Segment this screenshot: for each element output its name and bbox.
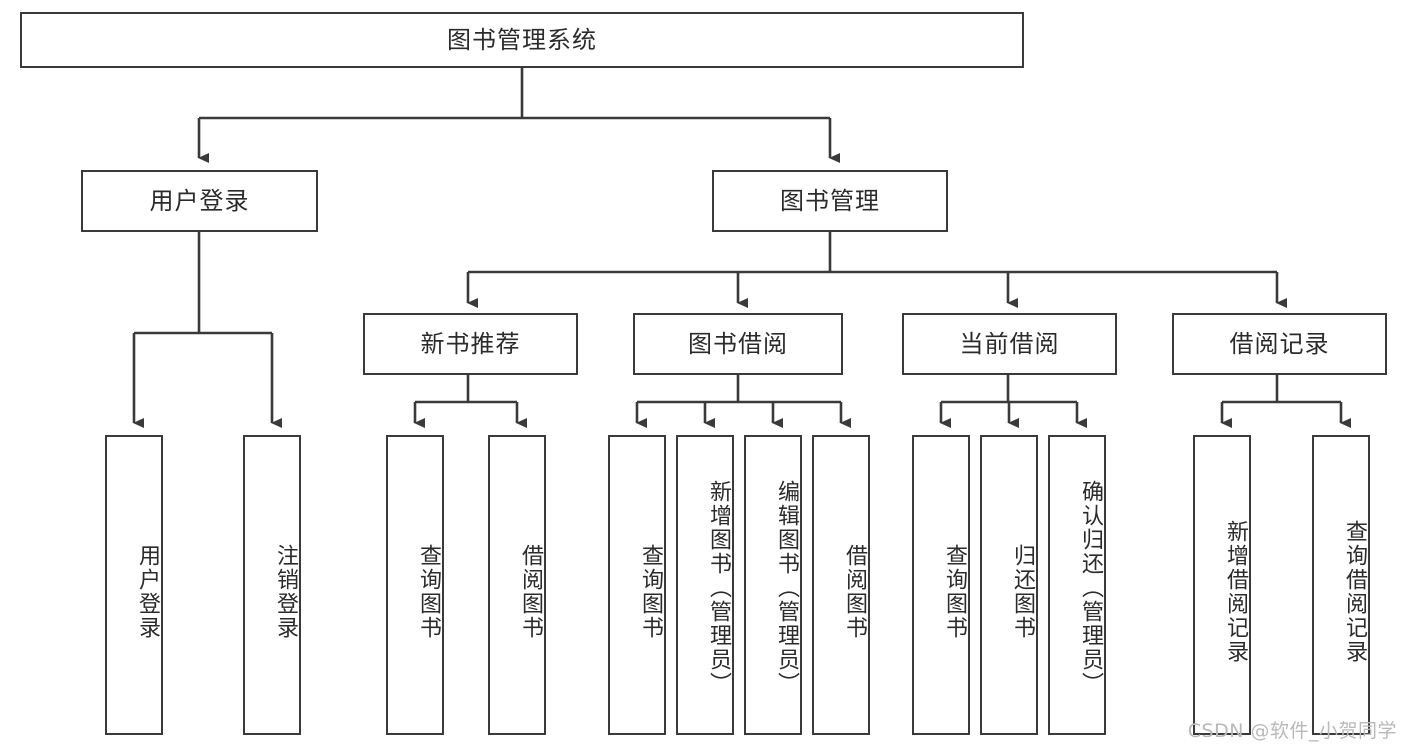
node-current-borrow-label: 当前借阅 xyxy=(959,329,1060,358)
node-leaf-user-login-label: 用户登录 xyxy=(135,544,160,640)
node-borrow-record-label: 借阅记录 xyxy=(1229,329,1330,358)
node-leaf-user-login[interactable]: 用户登录 xyxy=(105,435,163,735)
node-book-manage-label: 图书管理 xyxy=(780,186,880,215)
node-new-book-recommend-label: 新书推荐 xyxy=(420,329,521,358)
node-leaf-edit-book-label: 编辑图书（管理员） xyxy=(774,480,799,696)
node-leaf-confirm-return-label: 确认归还（管理员） xyxy=(1078,480,1103,696)
node-root[interactable]: 图书管理系统 xyxy=(20,12,1024,68)
node-current-borrow[interactable]: 当前借阅 xyxy=(902,313,1117,375)
node-book-borrow-label: 图书借阅 xyxy=(688,329,788,358)
node-user-login-label: 用户登录 xyxy=(149,186,250,215)
node-new-book-recommend[interactable]: 新书推荐 xyxy=(363,313,578,375)
node-leaf-query-record[interactable]: 查询借阅记录 xyxy=(1312,435,1370,735)
node-leaf-add-book-label: 新增图书（管理员） xyxy=(706,480,731,696)
node-leaf-logout-login-label: 注销登录 xyxy=(273,544,298,640)
node-leaf-add-book[interactable]: 新增图书（管理员） xyxy=(676,435,734,735)
node-leaf-query-book-2-label: 查询图书 xyxy=(638,544,663,640)
node-leaf-add-record[interactable]: 新增借阅记录 xyxy=(1193,435,1251,735)
node-leaf-borrow-book-1[interactable]: 借阅图书 xyxy=(488,435,546,735)
node-leaf-query-book-2[interactable]: 查询图书 xyxy=(608,435,666,735)
csdn-watermark: CSDN @软件_小贺同学 xyxy=(1187,720,1397,742)
node-leaf-logout-login[interactable]: 注销登录 xyxy=(243,435,301,735)
node-leaf-return-book[interactable]: 归还图书 xyxy=(980,435,1038,735)
node-leaf-add-record-label: 新增借阅记录 xyxy=(1223,520,1248,664)
node-leaf-query-book-1[interactable]: 查询图书 xyxy=(386,435,444,735)
node-leaf-query-book-3[interactable]: 查询图书 xyxy=(912,435,970,735)
node-leaf-query-record-label: 查询借阅记录 xyxy=(1342,520,1367,664)
node-user-login[interactable]: 用户登录 xyxy=(81,170,318,232)
node-book-manage[interactable]: 图书管理 xyxy=(712,170,948,232)
node-leaf-borrow-book-2[interactable]: 借阅图书 xyxy=(812,435,870,735)
node-borrow-record[interactable]: 借阅记录 xyxy=(1172,313,1387,375)
node-leaf-query-book-3-label: 查询图书 xyxy=(942,544,967,640)
node-leaf-borrow-book-1-label: 借阅图书 xyxy=(518,544,543,640)
node-book-borrow[interactable]: 图书借阅 xyxy=(633,313,843,375)
node-root-label: 图书管理系统 xyxy=(447,25,597,54)
node-leaf-return-book-label: 归还图书 xyxy=(1010,544,1035,640)
node-leaf-edit-book[interactable]: 编辑图书（管理员） xyxy=(744,435,802,735)
node-leaf-confirm-return[interactable]: 确认归还（管理员） xyxy=(1048,435,1106,735)
node-leaf-query-book-1-label: 查询图书 xyxy=(416,544,441,640)
node-leaf-borrow-book-2-label: 借阅图书 xyxy=(842,544,867,640)
